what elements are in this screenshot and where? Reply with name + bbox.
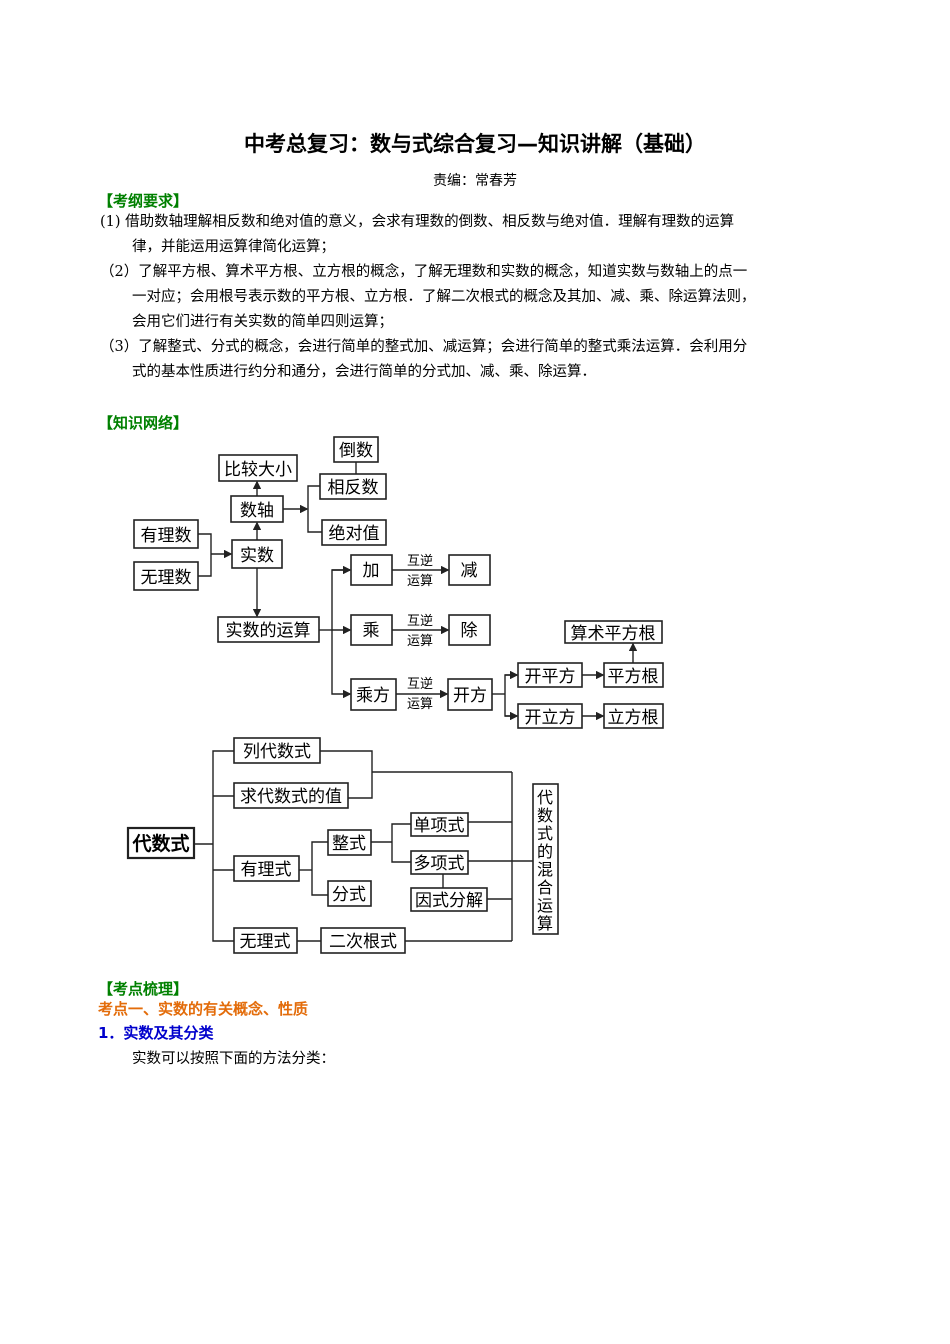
node-sub: 减: [461, 561, 478, 581]
box-arith-sqrt: [564, 620, 663, 644]
svg-text:运: 运: [537, 896, 553, 915]
node-root: 开方: [453, 686, 487, 706]
box-compare: [218, 454, 298, 482]
points-heading: 【考点梳理】: [98, 980, 189, 998]
node-div: 除: [461, 621, 478, 641]
node-mul: 乘: [363, 621, 380, 641]
node-factor: 因式分解: [415, 891, 483, 911]
box-irrational: [133, 561, 199, 591]
node-absolute: 绝对值: [329, 524, 380, 544]
node-real: 实数: [240, 546, 274, 566]
sub1-text: 实数可以按照下面的方法分类：: [132, 1051, 335, 1067]
node-reciprocal: 倒数: [339, 441, 373, 461]
node-sq-root: 平方根: [608, 667, 659, 687]
node-quad-root: 二次根式: [329, 932, 397, 952]
requirement-line: 式的基本性质进行约分和通分，会进行简单的分式加、减、乘、除运算．: [132, 364, 596, 380]
node-arith-sqrt: 算术平方根: [571, 624, 656, 644]
node-rational-expr: 有理式: [241, 860, 292, 880]
editor-credit: 责编：常春芳: [433, 173, 517, 189]
knowledge-network-diagram: 有理数 无理数 实数 数轴 比较大小 倒数 相反数 绝对值 实数的运算 加 减 …: [126, 436, 664, 954]
svg-text:代: 代: [537, 788, 553, 807]
box-fraction: [327, 880, 372, 907]
node-polynomial: 多项式: [414, 854, 465, 874]
box-write: [233, 737, 321, 764]
box-real: [231, 539, 283, 569]
box-ops: [217, 616, 320, 643]
svg-text:混: 混: [537, 860, 553, 879]
node-cube-root: 立方根: [608, 708, 659, 728]
node-compare: 比较大小: [224, 460, 292, 480]
inverse-label: 运算: [407, 697, 433, 712]
svg-text:合: 合: [537, 878, 553, 897]
box-mul: [350, 614, 393, 646]
network-heading: 【知识网络】: [98, 414, 189, 432]
inverse-label: 互逆: [407, 553, 433, 569]
box-reciprocal: [333, 436, 379, 463]
node-add: 加: [363, 561, 380, 581]
requirement-line: 律，并能运用运算律简化运算；: [132, 239, 335, 255]
node-irrational-expr: 无理式: [240, 932, 291, 952]
node-integral: 整式: [332, 834, 366, 854]
node-evaluate: 求代数式的值: [240, 787, 342, 807]
requirement-line: 一对应；会用根号表示数的平方根、立方根．了解二次根式的概念及其加、减、乘、除运算…: [132, 289, 756, 305]
node-mixed-ops: 代 数 式 的 混 合 运 算: [537, 788, 553, 933]
inverse-label: 运算: [407, 574, 433, 589]
box-div: [448, 614, 491, 646]
inverse-label: 互逆: [407, 613, 433, 629]
box-algebraic: [126, 826, 196, 860]
requirement-line: 会用它们进行有关实数的简单四则运算；: [132, 314, 393, 330]
node-rational: 有理数: [141, 526, 192, 546]
box-mixed-ops: [532, 783, 559, 935]
svg-text:式: 式: [537, 824, 553, 843]
node-sqrt-op: 开平方: [525, 667, 576, 687]
node-write: 列代数式: [243, 742, 311, 762]
page-title: 中考总复习：数与式综合复习—知识讲解（基础）: [244, 132, 706, 156]
node-axis: 数轴: [240, 501, 274, 521]
point1-title: 考点一、实数的有关概念、性质: [98, 1000, 309, 1018]
requirement-line: （2）了解平方根、算术平方根、立方根的概念，了解无理数和实数的概念，知道实数与数…: [100, 264, 748, 280]
node-irrational: 无理数: [141, 568, 192, 588]
box-sq-root: [603, 662, 664, 688]
requirement-line: （3）了解整式、分式的概念，会进行简单的整式加、减运算；会进行简单的整式乘法运算…: [100, 339, 748, 355]
requirement-line: (1) 借助数轴理解相反数和绝对值的意义，会求有理数的倒数、相反数与绝对值．理解…: [100, 214, 735, 230]
svg-text:算: 算: [537, 914, 553, 933]
inverse-label: 运算: [407, 634, 433, 649]
syllabus-requirements: (1) 借助数轴理解相反数和绝对值的意义，会求有理数的倒数、相反数与绝对值．理解…: [100, 210, 870, 385]
box-opposite: [319, 473, 387, 500]
svg-text:数: 数: [537, 806, 553, 825]
inverse-label: 互逆: [407, 676, 433, 692]
node-pow: 乘方: [356, 686, 390, 706]
node-cbrt-op: 开立方: [525, 708, 576, 728]
box-rational-expr: [233, 855, 300, 882]
node-monomial: 单项式: [414, 816, 465, 836]
syllabus-heading: 【考纲要求】: [98, 192, 189, 210]
node-opposite: 相反数: [328, 478, 379, 498]
node-fraction: 分式: [332, 885, 366, 905]
svg-text:的: 的: [537, 842, 553, 861]
node-ops: 实数的运算: [226, 621, 311, 641]
box-cube-root: [603, 703, 664, 729]
box-absolute: [321, 519, 387, 546]
node-algebraic: 代数式: [131, 832, 189, 855]
sub1-title: 1．实数及其分类: [98, 1024, 214, 1042]
